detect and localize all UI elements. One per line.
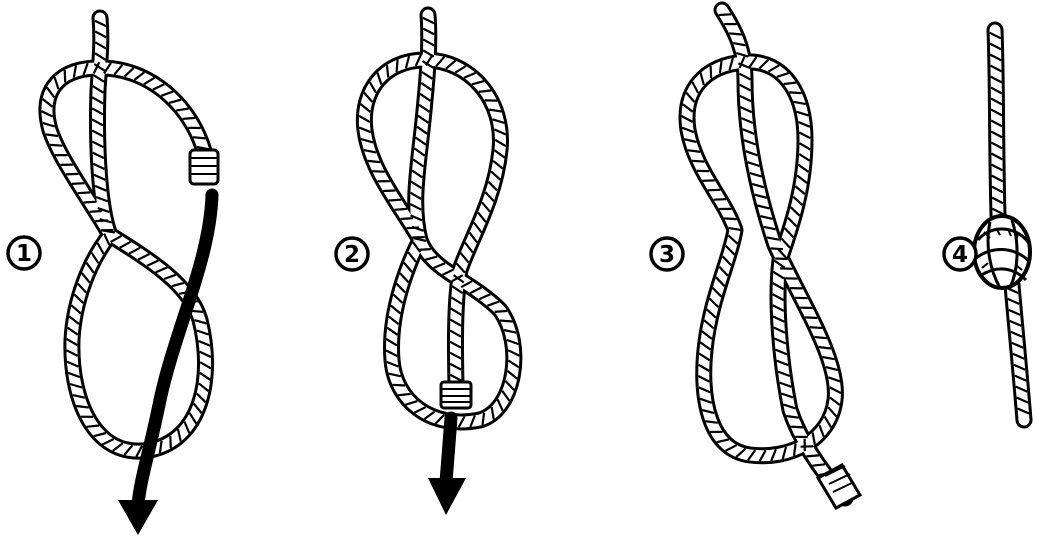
rope-twist-mark: [814, 337, 827, 338]
step-4-rope-upper: [990, 30, 1004, 215]
rope-twist-mark: [719, 14, 732, 15]
step-3-rope: [682, 10, 846, 498]
rope-twist-mark: [76, 406, 89, 408]
rope-twist-mark: [397, 60, 398, 73]
rope-twist-mark: [810, 327, 823, 328]
step-1-badge: 1: [8, 237, 40, 269]
rope-twist-mark: [193, 137, 205, 138]
rope-twist-mark: [784, 83, 796, 84]
rope-twist-mark: [170, 436, 171, 449]
step-2-group: 2: [336, 15, 519, 515]
step-1-rope: [42, 18, 214, 457]
step-2-rope-end-wrap: [441, 382, 471, 408]
rope-twist-mark: [711, 66, 712, 79]
rope-twist-mark: [50, 145, 63, 146]
step-3-badge-label: 3: [659, 242, 675, 268]
rope-twist-mark: [806, 455, 819, 456]
step-2-badge: 2: [336, 238, 368, 270]
rope-twist-mark: [692, 161, 705, 162]
rope-twist-mark: [95, 220, 108, 221]
rope-twist-mark: [389, 200, 402, 201]
rope-twist-mark: [805, 317, 818, 318]
rope-twist-mark: [183, 118, 196, 119]
rope-twist-mark: [500, 321, 512, 322]
step-4-badge-label: 4: [952, 242, 968, 268]
rope-twist-mark: [90, 211, 103, 212]
rope-twist-mark: [372, 171, 385, 172]
rope-twist-mark: [387, 65, 388, 78]
rope-twist-mark: [724, 218, 737, 219]
step-1-group: 1: [8, 18, 218, 535]
rope-twist-mark: [771, 248, 784, 249]
step-2-rope: [359, 15, 520, 427]
step-2-direction-arrow: [428, 418, 466, 515]
rope-twist-mark: [407, 228, 420, 229]
rope-twist-mark: [789, 92, 802, 93]
rope-twist-mark: [78, 192, 91, 193]
step-2-badge-label: 2: [344, 242, 360, 268]
step-1-rope-end-wrap: [190, 150, 218, 184]
rope-twist-mark: [495, 311, 508, 312]
step-4-tied-knot: [974, 216, 1030, 288]
rope-twist-mark: [84, 202, 97, 203]
rope-twist-mark: [398, 394, 411, 395]
rope-twist-mark: [383, 191, 396, 192]
rope-twist-mark: [395, 209, 408, 210]
step-3-group: 3: [651, 10, 860, 508]
step-4-group: 4: [944, 30, 1030, 420]
rope-twist-mark: [66, 174, 79, 175]
step-4-badge: 4: [944, 238, 976, 270]
rope-twist-mark: [368, 161, 381, 162]
rope-twist-mark: [87, 426, 100, 427]
rope-twist-mark: [479, 90, 492, 92]
rope-twist-mark: [393, 385, 406, 386]
rope-twist-mark: [791, 427, 804, 428]
rope-twist-mark: [418, 249, 431, 250]
rope-twist-mark: [401, 218, 414, 219]
rope-twist-mark: [65, 70, 66, 83]
step-3-badge: 3: [651, 238, 683, 270]
rope-twist-mark: [819, 347, 832, 349]
rope-twist-mark: [714, 199, 727, 200]
step-1-badge-label: 1: [16, 241, 32, 267]
rope-twist-mark: [708, 190, 721, 191]
rope-twist-mark: [729, 33, 742, 34]
rope-twist-mark: [72, 183, 85, 184]
step-4-rope-lower: [1007, 285, 1029, 420]
rope-twist-mark: [813, 464, 826, 465]
